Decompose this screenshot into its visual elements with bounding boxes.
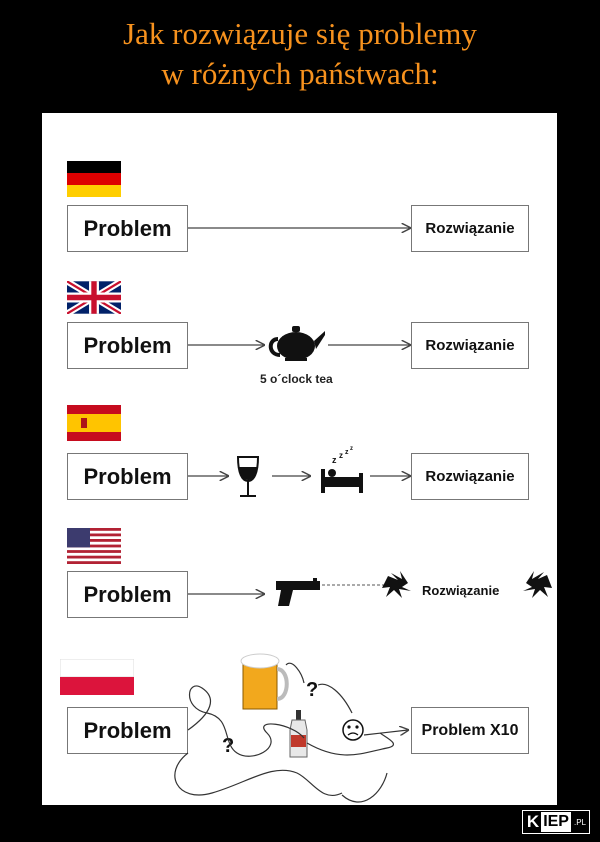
explosion-icon	[382, 571, 552, 598]
poland-result-box: Problem X10	[411, 707, 529, 754]
tea-caption: 5 o´clock tea	[260, 372, 333, 386]
poland-problem-box: Problem	[67, 707, 188, 754]
svg-text:z: z	[332, 455, 337, 465]
uk-problem-box: Problem	[67, 322, 188, 369]
uk-result-box: Rozwiązanie	[411, 322, 529, 369]
usa-flag	[67, 528, 121, 564]
spain-result-box: Rozwiązanie	[411, 453, 529, 500]
poland-flag	[60, 659, 134, 695]
logo-k: K	[526, 812, 540, 831]
spain-problem-box: Problem	[67, 453, 188, 500]
svg-text:z: z	[350, 446, 353, 452]
page-title: Jak rozwiązuje się problemy w różnych pa…	[0, 14, 600, 94]
uk-flag	[67, 281, 121, 314]
question-mark-2: ?	[222, 735, 235, 757]
question-mark-1: ?	[306, 679, 319, 701]
spain-flag	[67, 405, 121, 441]
comic-card: Problem Rozwiązanie Problem Rozwiązanie …	[42, 113, 557, 805]
wine-glass-icon	[236, 456, 260, 497]
usa-result-label: Rozwiązanie	[422, 583, 500, 598]
vodka-bottle-icon	[289, 710, 308, 758]
title-line-1: Jak rozwiązuje się problemy	[123, 16, 477, 51]
confused-face-icon	[342, 719, 364, 741]
arrows-and-icons: z z z z	[174, 113, 552, 803]
germany-flag	[67, 161, 121, 197]
logo-iep: IEP	[541, 812, 571, 832]
germany-problem-box: Problem	[67, 205, 188, 252]
germany-result-box: Rozwiązanie	[411, 205, 529, 252]
gun-icon	[276, 578, 320, 606]
title-line-2: w różnych państwach:	[161, 56, 439, 91]
bed-icon: z z z z	[321, 446, 363, 493]
kiep-logo: K IEP .PL	[521, 810, 590, 834]
beer-icon	[240, 653, 289, 710]
svg-text:z: z	[345, 449, 349, 456]
logo-pl: .PL	[573, 817, 586, 827]
svg-text:z: z	[339, 451, 343, 460]
usa-problem-box: Problem	[67, 571, 188, 618]
teapot-icon	[268, 326, 325, 361]
chaos-paths	[174, 662, 408, 803]
